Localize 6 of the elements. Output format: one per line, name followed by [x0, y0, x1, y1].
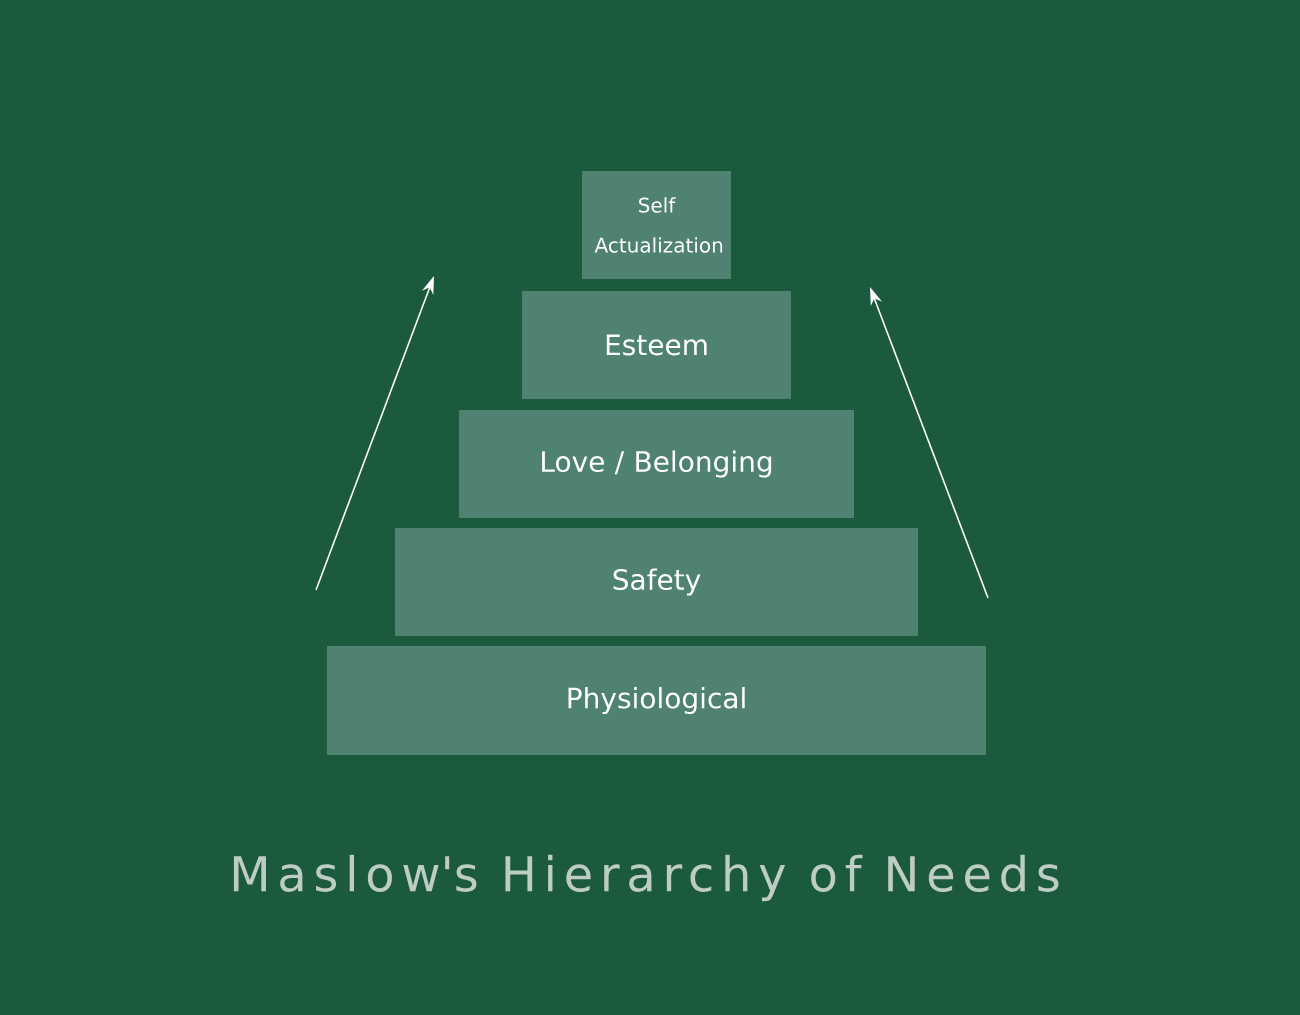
pyramid-tier: Love / Belonging	[459, 410, 854, 518]
pyramid-tier: Physiological	[327, 646, 986, 755]
pyramid-tier: Self Actualization	[582, 171, 731, 279]
pyramid-tier: Esteem	[522, 291, 791, 399]
title: Maslow's Hierarchy of Needs	[233, 854, 1059, 902]
pyramid-tier: Safety	[395, 528, 918, 636]
